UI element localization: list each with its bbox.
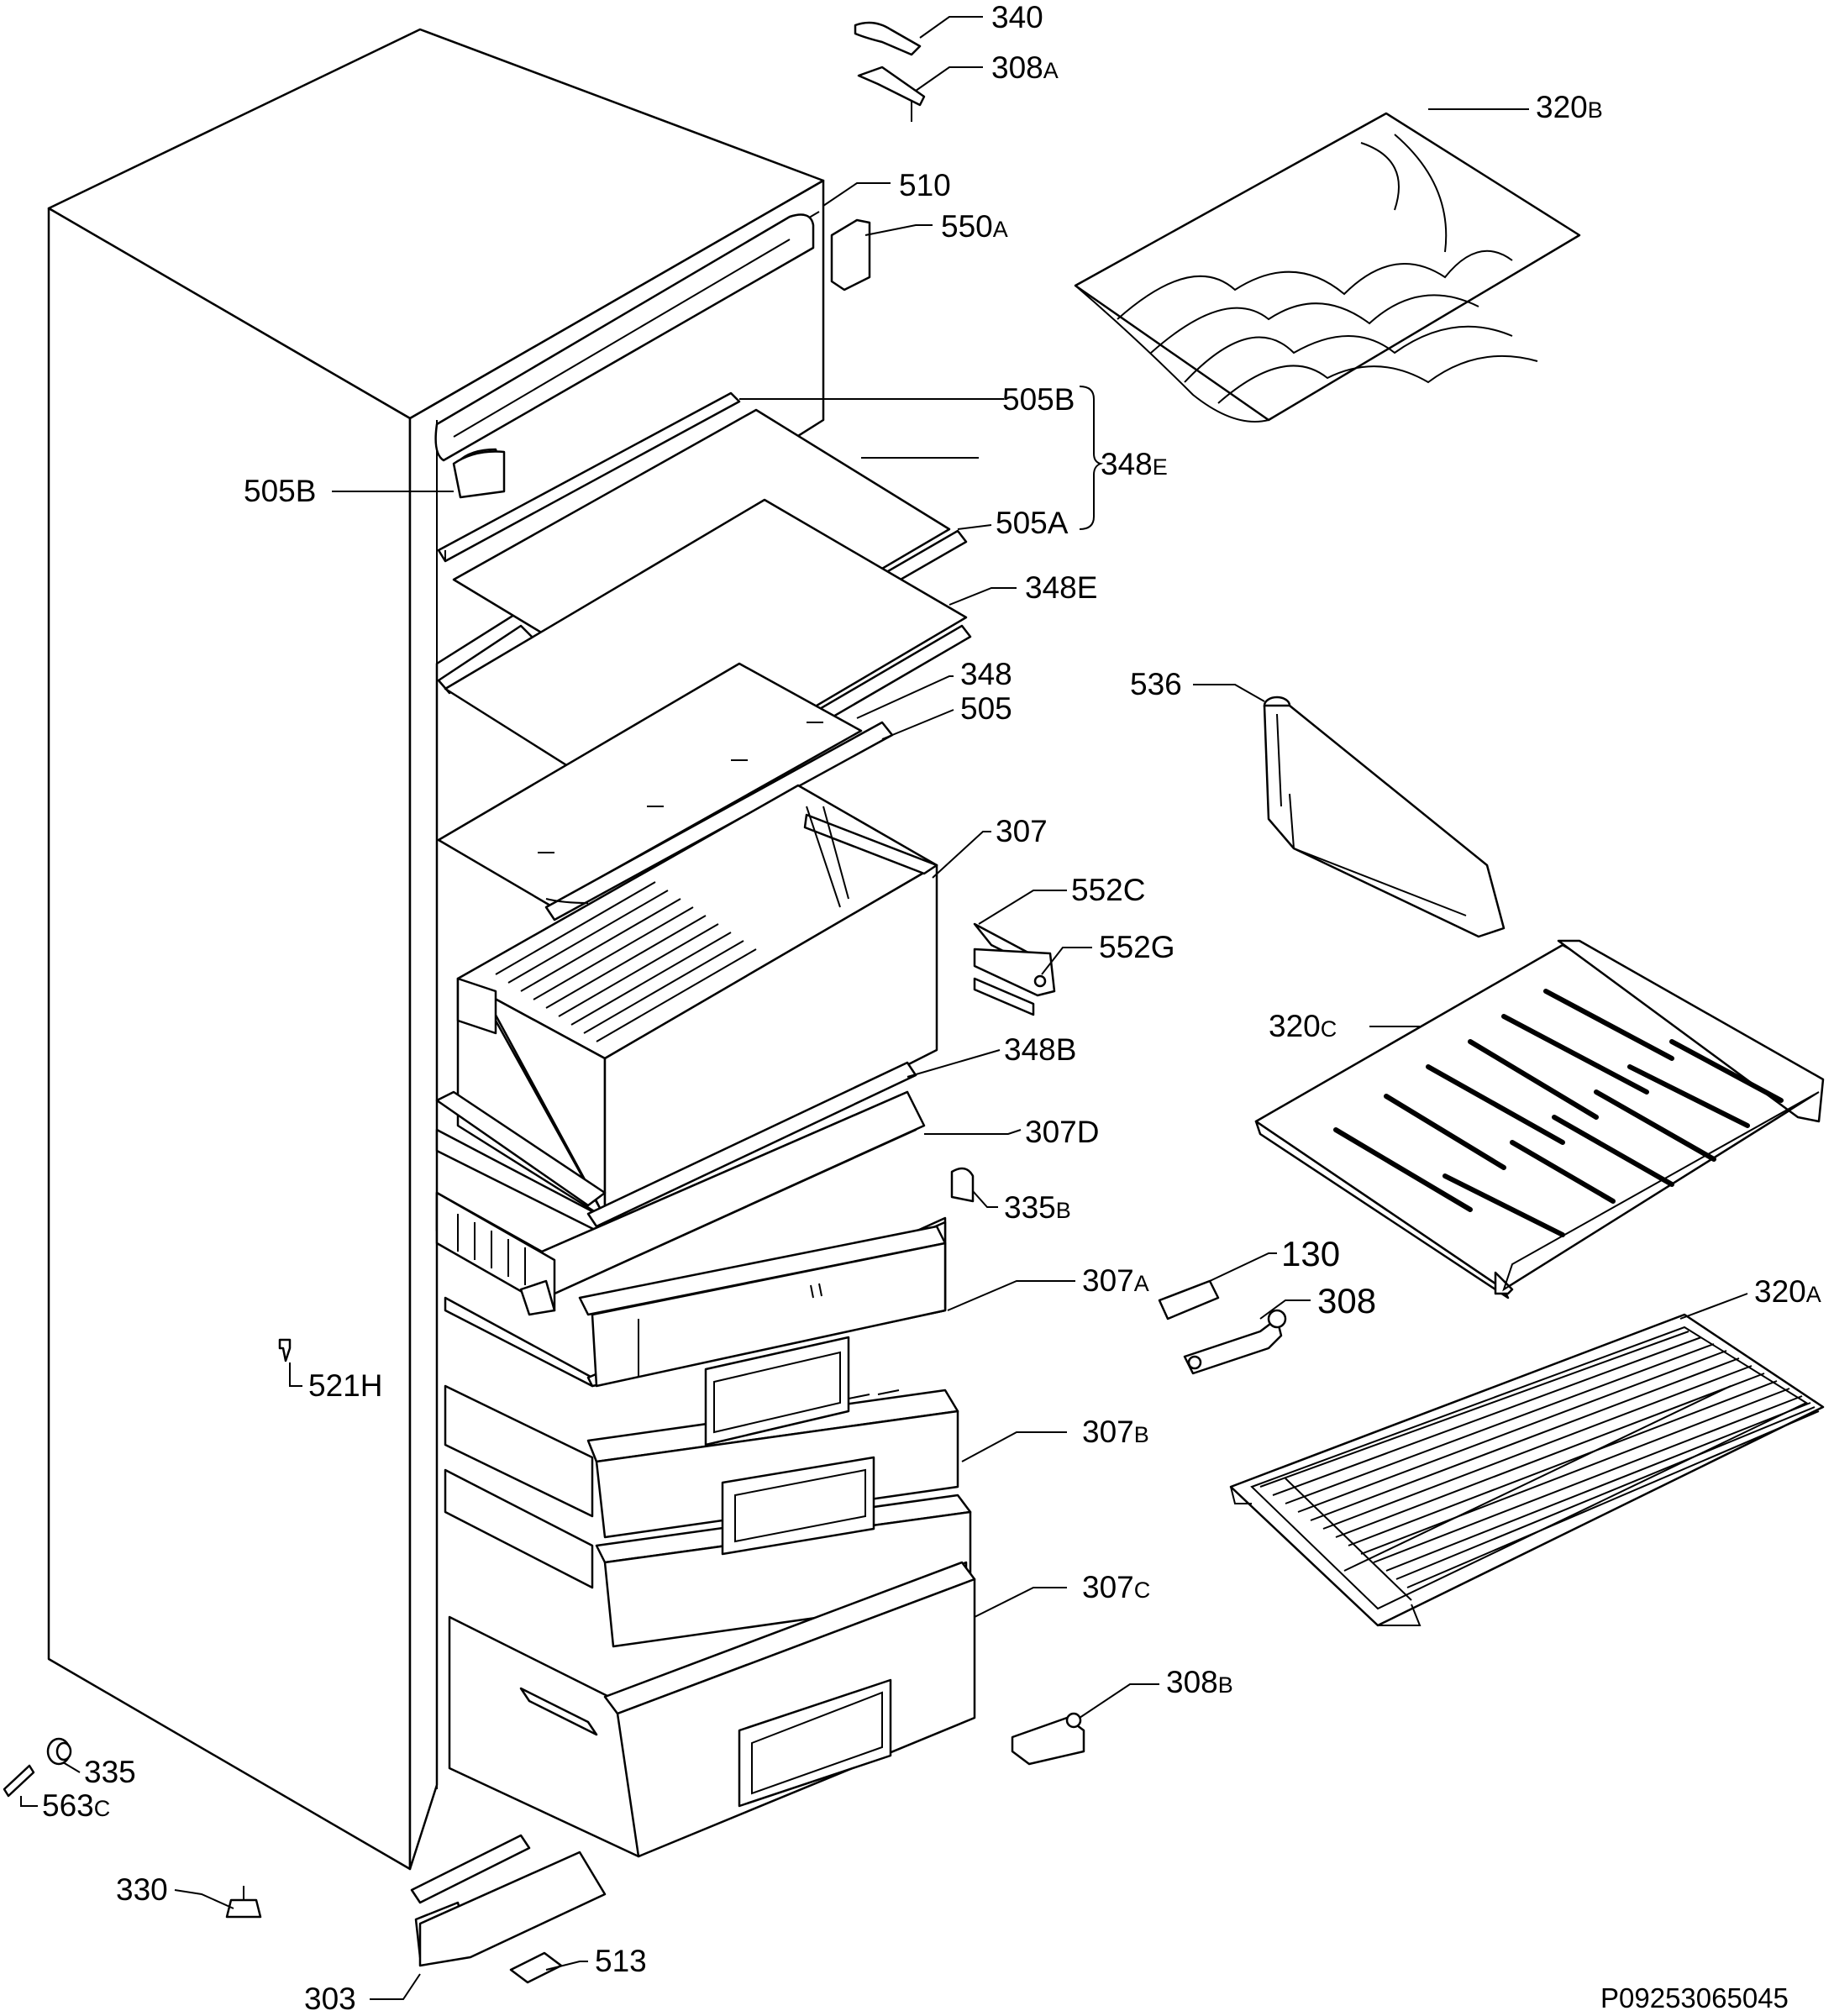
label-505b-left: 505B [244,474,316,508]
drawer-tray-307d [435,1090,926,1316]
label-320b: 320B [1536,90,1603,124]
label-505a: 505A [996,506,1069,540]
axle-563c [3,1764,35,1798]
label-320c: 320C [1269,1009,1337,1043]
label-330: 330 [116,1872,168,1907]
wine-rack-320b [1074,112,1581,423]
divider-536 [1263,696,1506,938]
label-307b: 307B [1082,1415,1149,1449]
label-335: 335 [84,1755,136,1789]
label-340: 340 [991,0,1043,34]
label-505: 505 [960,691,1012,726]
label-335b: 335B [1004,1190,1071,1225]
label-307: 307 [996,814,1048,848]
foot-330 [225,1886,262,1919]
lower-hinge-308b [1011,1712,1085,1766]
label-320a: 320A [1754,1274,1821,1309]
label-563c: 563C [42,1788,110,1823]
wire-shelf-320a [1229,1313,1825,1627]
glass-shelf-348 [437,662,894,921]
screw-521h [278,1338,292,1362]
drawer-307a [444,1216,947,1388]
label-550a: 550A [941,209,1008,244]
label-307a: 307A [1082,1263,1149,1298]
label-308: 308 [1317,1281,1376,1320]
label-348e-group: 348E [1101,447,1168,481]
leader-lines [20,16,1748,2000]
drawer-shelf-320c [1254,939,1825,1299]
label-510: 510 [899,168,951,202]
drawer-307c [444,1456,972,1648]
brace-348e [1079,386,1104,530]
label-552c: 552C [1071,873,1145,907]
drawer-bottom [448,1561,976,1858]
label-303: 303 [304,1982,356,2016]
hinge-308a [857,66,926,122]
label-521h: 521H [308,1368,382,1403]
label-536: 536 [1130,667,1182,701]
label-307d: 307D [1025,1115,1099,1149]
label-552g: 552G [1099,930,1175,964]
drawer-307 [456,784,938,1220]
hinge-308 [1183,1309,1287,1375]
stopper-335b [950,1167,975,1203]
label-348b: 348B [1004,1032,1076,1067]
drawer-rails-552c-552g [973,922,1056,1016]
hinge-cover-130 [1158,1279,1220,1320]
label-513: 513 [595,1944,647,1978]
bracket-550a [830,218,871,291]
label-308b: 308B [1166,1665,1233,1699]
label-307c: 307C [1082,1570,1150,1604]
roller-335 [46,1737,72,1766]
drawing-code: P09253065045 [1600,1982,1789,2013]
callout-labels: 340 308A 320B 510 550A 505B 505B 348E 50… [42,0,1821,2016]
cover-340 [854,21,922,56]
label-308a: 308A [991,50,1059,85]
label-505b-top: 505B [1002,382,1075,417]
label-348e: 348E [1025,570,1097,605]
kickplate-303 [410,1834,607,1967]
label-130: 130 [1281,1234,1340,1273]
shelf-support-505b [452,450,506,499]
label-348: 348 [960,657,1012,691]
glass-cover-348b [435,1061,917,1236]
